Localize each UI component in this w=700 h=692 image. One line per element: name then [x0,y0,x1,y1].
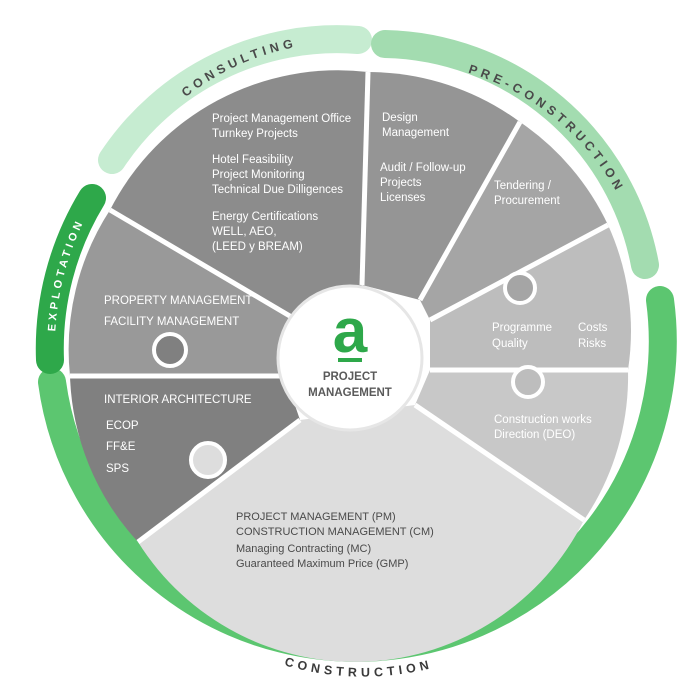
svg-text:PROJECT MANAGEMENT (PM): PROJECT MANAGEMENT (PM) [236,511,396,523]
svg-text:Design: Design [382,112,418,124]
segment-pm [138,405,584,662]
consulting-arc [98,25,372,174]
center-logo: a [333,297,368,366]
segment-consulting-text: Project Management Office Turnkey Projec… [212,113,351,253]
svg-text:Construction works: Construction works [494,414,592,426]
segment-consulting [110,70,368,323]
svg-text:Project Monitoring: Project Monitoring [212,169,305,181]
svg-text:CONSTRUCTION MANAGEMENT (CM): CONSTRUCTION MANAGEMENT (CM) [236,526,434,538]
svg-text:Licenses: Licenses [380,192,426,204]
segment-design [362,72,520,300]
svg-text:Energy Certifications: Energy Certifications [212,211,318,223]
svg-text:Quality: Quality [492,338,528,350]
svg-text:Audit / Follow-up: Audit / Follow-up [380,162,466,174]
svg-text:PROPERTY MANAGEMENT: PROPERTY MANAGEMENT [104,295,252,307]
segment-design-text: Design Management Audit / Follow-up Proj… [380,112,466,204]
puzzle-knob [503,271,537,305]
svg-text:Programme: Programme [492,322,552,334]
svg-text:Projects: Projects [380,177,422,189]
svg-text:Project Management Office: Project Management Office [212,113,351,125]
puzzle-knob [152,332,188,368]
wheel-segments [68,70,631,662]
svg-text:Costs: Costs [578,322,608,334]
puzzle-knob [189,441,227,479]
svg-text:Technical Due Dilligences: Technical Due Dilligences [212,184,343,196]
segment-property [68,210,300,376]
svg-text:Direction (DEO): Direction (DEO) [494,429,575,441]
segment-interior-text: INTERIOR ARCHITECTURE ECOP FF&E SPS [104,394,252,475]
svg-text:Turnkey Projects: Turnkey Projects [212,128,298,140]
segment-programme-text: Programme Quality Costs Risks [492,322,608,350]
segment-pm-text: PROJECT MANAGEMENT (PM) CONSTRUCTION MAN… [236,511,434,570]
svg-text:Managing Contracting (MC): Managing Contracting (MC) [236,543,371,555]
svg-text:Hotel Feasibility: Hotel Feasibility [212,154,293,166]
puzzle-knob [511,365,545,399]
segment-property-text: PROPERTY MANAGEMENT FACILITY MANAGEMENT [104,295,252,328]
svg-text:SPS: SPS [106,463,129,475]
center-logo-bar [338,358,362,362]
svg-text:INTERIOR ARCHITECTURE: INTERIOR ARCHITECTURE [104,394,252,406]
segment-construction-works [415,370,629,520]
svg-text:WELL, AEO,: WELL, AEO, [212,226,277,238]
segment-construction-works-text: Construction works Direction (DEO) [494,414,592,441]
segment-interior [70,376,300,542]
svg-text:Tendering /: Tendering / [494,180,552,192]
center-title-line2: MANAGEMENT [308,387,392,399]
center-title-line1: PROJECT [323,371,377,383]
svg-text:Procurement: Procurement [494,195,561,207]
svg-text:Guaranteed Maximum Price (GMP): Guaranteed Maximum Price (GMP) [236,558,408,570]
svg-text:(LEED y BREAM): (LEED y BREAM) [212,241,303,253]
exploitation-arc [35,184,106,374]
svg-text:FF&E: FF&E [106,441,136,453]
svg-text:Management: Management [382,127,450,139]
segment-tendering [420,122,608,320]
svg-text:ECOP: ECOP [106,420,139,432]
svg-text:Risks: Risks [578,338,606,350]
segment-tendering-text: Tendering / Procurement [494,180,561,207]
preconstruction-arc [371,30,659,279]
svg-text:FACILITY MANAGEMENT: FACILITY MANAGEMENT [104,316,239,328]
